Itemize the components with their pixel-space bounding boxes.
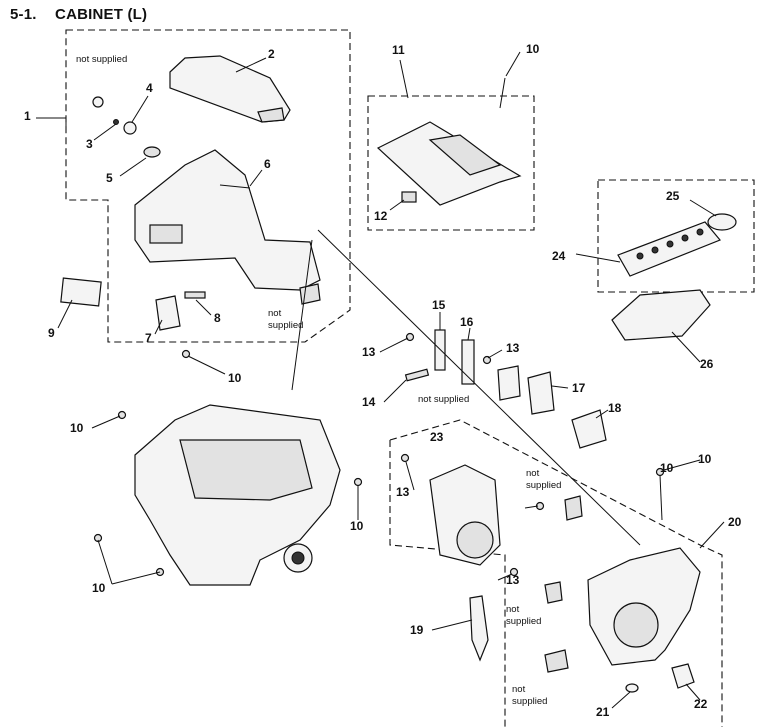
not-supplied-text-line: not: [506, 604, 520, 615]
part-not-supplied-clip-d: [299, 283, 321, 305]
part-label-20: 20: [728, 515, 742, 529]
screw-10-top: [499, 77, 506, 109]
part-label-17: 17: [572, 381, 586, 395]
part-label-9: 9: [48, 326, 55, 340]
part-label-11: 11: [392, 43, 405, 57]
part-label-13: 13: [506, 341, 520, 355]
part-label-13: 13: [362, 345, 376, 359]
part-6-strip: [219, 184, 251, 189]
part-label-15: 15: [432, 298, 446, 312]
group-box-part-20: [389, 419, 723, 727]
group-box-part-11: [367, 95, 535, 231]
part-label-10: 10: [526, 42, 540, 56]
part-26-holder: [611, 289, 711, 341]
part-label-14: 14: [362, 395, 376, 409]
part-8: [184, 291, 206, 299]
part-not-supplied-clip-a: [544, 581, 563, 604]
part-label-25: 25: [666, 189, 680, 203]
chassis-mechanism: [179, 439, 313, 501]
leader-lines: [36, 51, 725, 709]
part-7: [155, 295, 181, 331]
part-1-window: [149, 224, 183, 244]
part-label-4: 4: [146, 81, 153, 95]
part-12: [401, 191, 417, 203]
part-3: [113, 119, 119, 125]
not-supplied-text: not supplied: [76, 54, 127, 65]
part-not-supplied-clip-c: [564, 495, 583, 521]
not-supplied-text-line: not: [512, 684, 526, 695]
part-label-7: 7: [145, 331, 152, 345]
part-label-8: 8: [214, 311, 221, 325]
part-1-upper-housing: [134, 149, 321, 291]
part-9-label-plate: [60, 277, 102, 307]
part-label-10: 10: [228, 371, 242, 385]
part-label-21: 21: [596, 705, 610, 719]
part-label-26: 26: [700, 357, 714, 371]
part-4: [123, 121, 137, 135]
part-label-23: 23: [430, 430, 444, 444]
part-11-panel: [376, 121, 522, 206]
part-not-supplied-screw: [92, 96, 104, 108]
part-label-10: 10: [660, 461, 674, 475]
part-label-16: 16: [460, 315, 474, 329]
group-box-top-left: [65, 29, 351, 343]
part-label-1: 1: [24, 109, 31, 123]
part-label-22: 22: [694, 697, 708, 711]
part-label-19: 19: [410, 623, 424, 637]
part-23-wheel: [456, 521, 494, 559]
section-title: 5-1. CABINET (L): [10, 6, 147, 23]
part-not-supplied-bracket: [497, 365, 521, 401]
part-label-10: 10: [70, 421, 84, 435]
part-24-remote: [617, 221, 721, 277]
not-supplied-note-1: not supplied: [76, 54, 127, 65]
not-supplied-text: not supplied: [418, 394, 469, 405]
section-name: CABINET (L): [55, 6, 148, 23]
part-21: [625, 683, 639, 693]
not-supplied-text-line: not: [268, 308, 282, 319]
part-14: [404, 368, 430, 382]
part-label-5: 5: [106, 171, 113, 185]
part-label-10: 10: [698, 452, 712, 466]
part-label-6: 6: [264, 157, 271, 171]
part-label-13: 13: [506, 573, 520, 587]
part-label-24: 24: [552, 249, 566, 263]
not-supplied-text-line: supplied: [512, 696, 547, 707]
part-24-buttons: [636, 228, 704, 260]
part-11-window: [428, 134, 502, 176]
part-2-top-cover: [169, 55, 291, 123]
part-25: [707, 213, 737, 231]
not-supplied-text-line: supplied: [506, 616, 541, 627]
part-label-13: 13: [396, 485, 410, 499]
part-22: [671, 663, 695, 689]
part-2-grip: [257, 107, 285, 123]
part-20-lens-opening: [613, 602, 659, 648]
section-number: 5-1.: [10, 6, 37, 23]
part-label-3: 3: [86, 137, 93, 151]
part-5: [143, 146, 161, 158]
not-supplied-note-3: not supplied: [418, 394, 469, 405]
part-label-18: 18: [608, 401, 622, 415]
not-supplied-text-line: supplied: [526, 480, 561, 491]
part-label-10: 10: [92, 581, 106, 595]
part-label-10: 10: [350, 519, 364, 533]
part-19-strap: [469, 595, 489, 662]
part-18: [571, 409, 607, 449]
part-17: [527, 371, 555, 415]
part-label-2: 2: [268, 47, 275, 61]
part-label-12: 12: [374, 209, 388, 223]
screws: [93, 332, 665, 577]
not-supplied-text-line: not: [526, 468, 540, 479]
part-not-supplied-clip-b: [544, 649, 569, 673]
chassis-lens-core: [291, 551, 305, 565]
not-supplied-text-line: supplied: [268, 320, 303, 331]
